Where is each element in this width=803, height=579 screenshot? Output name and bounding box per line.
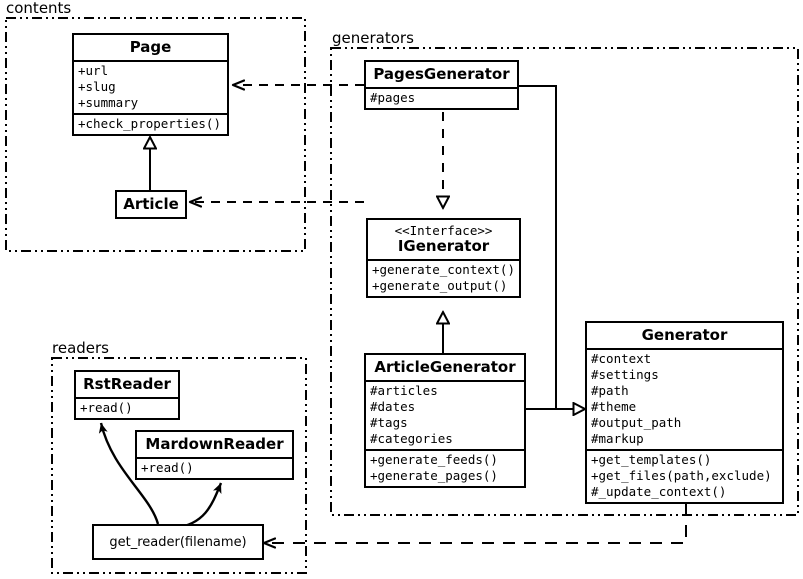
class-articlegenerator-name: ArticleGenerator	[374, 358, 516, 376]
class-generator-methods: +get_templates() +get_files(path,exclude…	[587, 449, 782, 502]
class-igenerator-methods: +generate_context() +generate_output()	[368, 259, 519, 296]
class-pagesgenerator-attributes: #pages	[366, 87, 517, 108]
relationship-generator-depends-getreader	[264, 504, 687, 543]
attribute: +summary	[78, 95, 139, 110]
attribute: #settings	[591, 367, 659, 382]
class-mardownreader-methods: +read()	[137, 457, 292, 478]
class-generator[interactable]: Generator #context #settings #path #them…	[585, 321, 784, 504]
class-page[interactable]: Page +url +slug +summary +check_properti…	[72, 33, 229, 136]
method: +generate_pages()	[370, 468, 498, 483]
relationship-generators-generalize-generator	[519, 85, 585, 409]
attribute: #context	[591, 351, 652, 366]
method: +get_files(path,exclude)	[591, 468, 772, 483]
method: +generate_context()	[372, 262, 515, 277]
class-articlegenerator-methods: +generate_feeds() +generate_pages()	[366, 449, 524, 486]
class-rstreader[interactable]: RstReader +read()	[74, 370, 180, 420]
attribute: +url	[78, 63, 109, 78]
method: +generate_feeds()	[370, 452, 498, 467]
class-rstreader-methods: +read()	[76, 397, 178, 418]
class-igenerator[interactable]: <<Interface>> IGenerator +generate_conte…	[366, 218, 521, 298]
method: +get_templates()	[591, 452, 712, 467]
attribute: #pages	[370, 90, 416, 105]
method: +check_properties()	[78, 116, 221, 131]
package-label-readers: readers	[50, 339, 111, 357]
class-articlegenerator[interactable]: ArticleGenerator #articles #dates #tags …	[364, 353, 526, 488]
method: +generate_output()	[372, 278, 508, 293]
class-igenerator-stereotype: <<Interface>>	[394, 223, 493, 238]
attribute: #markup	[591, 431, 644, 446]
class-igenerator-name: IGenerator	[397, 237, 490, 255]
package-label-contents: contents	[4, 0, 74, 17]
attribute: +slug	[78, 79, 116, 94]
class-article-name: Article	[123, 195, 179, 213]
class-page-methods: +check_properties()	[74, 113, 227, 134]
class-pagesgenerator-name: PagesGenerator	[373, 65, 510, 83]
method: +read()	[141, 460, 194, 475]
class-rstreader-name: RstReader	[83, 375, 171, 393]
function-box-label: get_reader(filename)	[109, 534, 247, 550]
attribute: #theme	[591, 399, 637, 414]
attribute: #path	[591, 383, 629, 398]
function-box-get-reader[interactable]: get_reader(filename)	[92, 524, 264, 560]
class-article[interactable]: Article	[115, 190, 187, 219]
class-articlegenerator-attributes: #articles #dates #tags #categories	[366, 380, 524, 449]
relationship-getreader-returns-mardownreader	[174, 482, 223, 530]
class-generator-name: Generator	[641, 326, 728, 344]
class-mardownreader[interactable]: MardownReader +read()	[135, 430, 294, 480]
attribute: #articles	[370, 383, 438, 398]
class-mardownreader-name: MardownReader	[145, 435, 284, 453]
method: #_update_context()	[591, 484, 727, 499]
method: +read()	[80, 400, 133, 415]
class-page-name: Page	[129, 38, 172, 56]
attribute: #dates	[370, 399, 416, 414]
class-pagesgenerator[interactable]: PagesGenerator #pages	[364, 60, 519, 110]
class-page-attributes: +url +slug +summary	[74, 60, 227, 113]
package-label-generators: generators	[330, 29, 416, 47]
attribute: #categories	[370, 431, 453, 446]
attribute: #output_path	[591, 415, 682, 430]
class-generator-attributes: #context #settings #path #theme #output_…	[587, 348, 782, 449]
attribute: #tags	[370, 415, 408, 430]
